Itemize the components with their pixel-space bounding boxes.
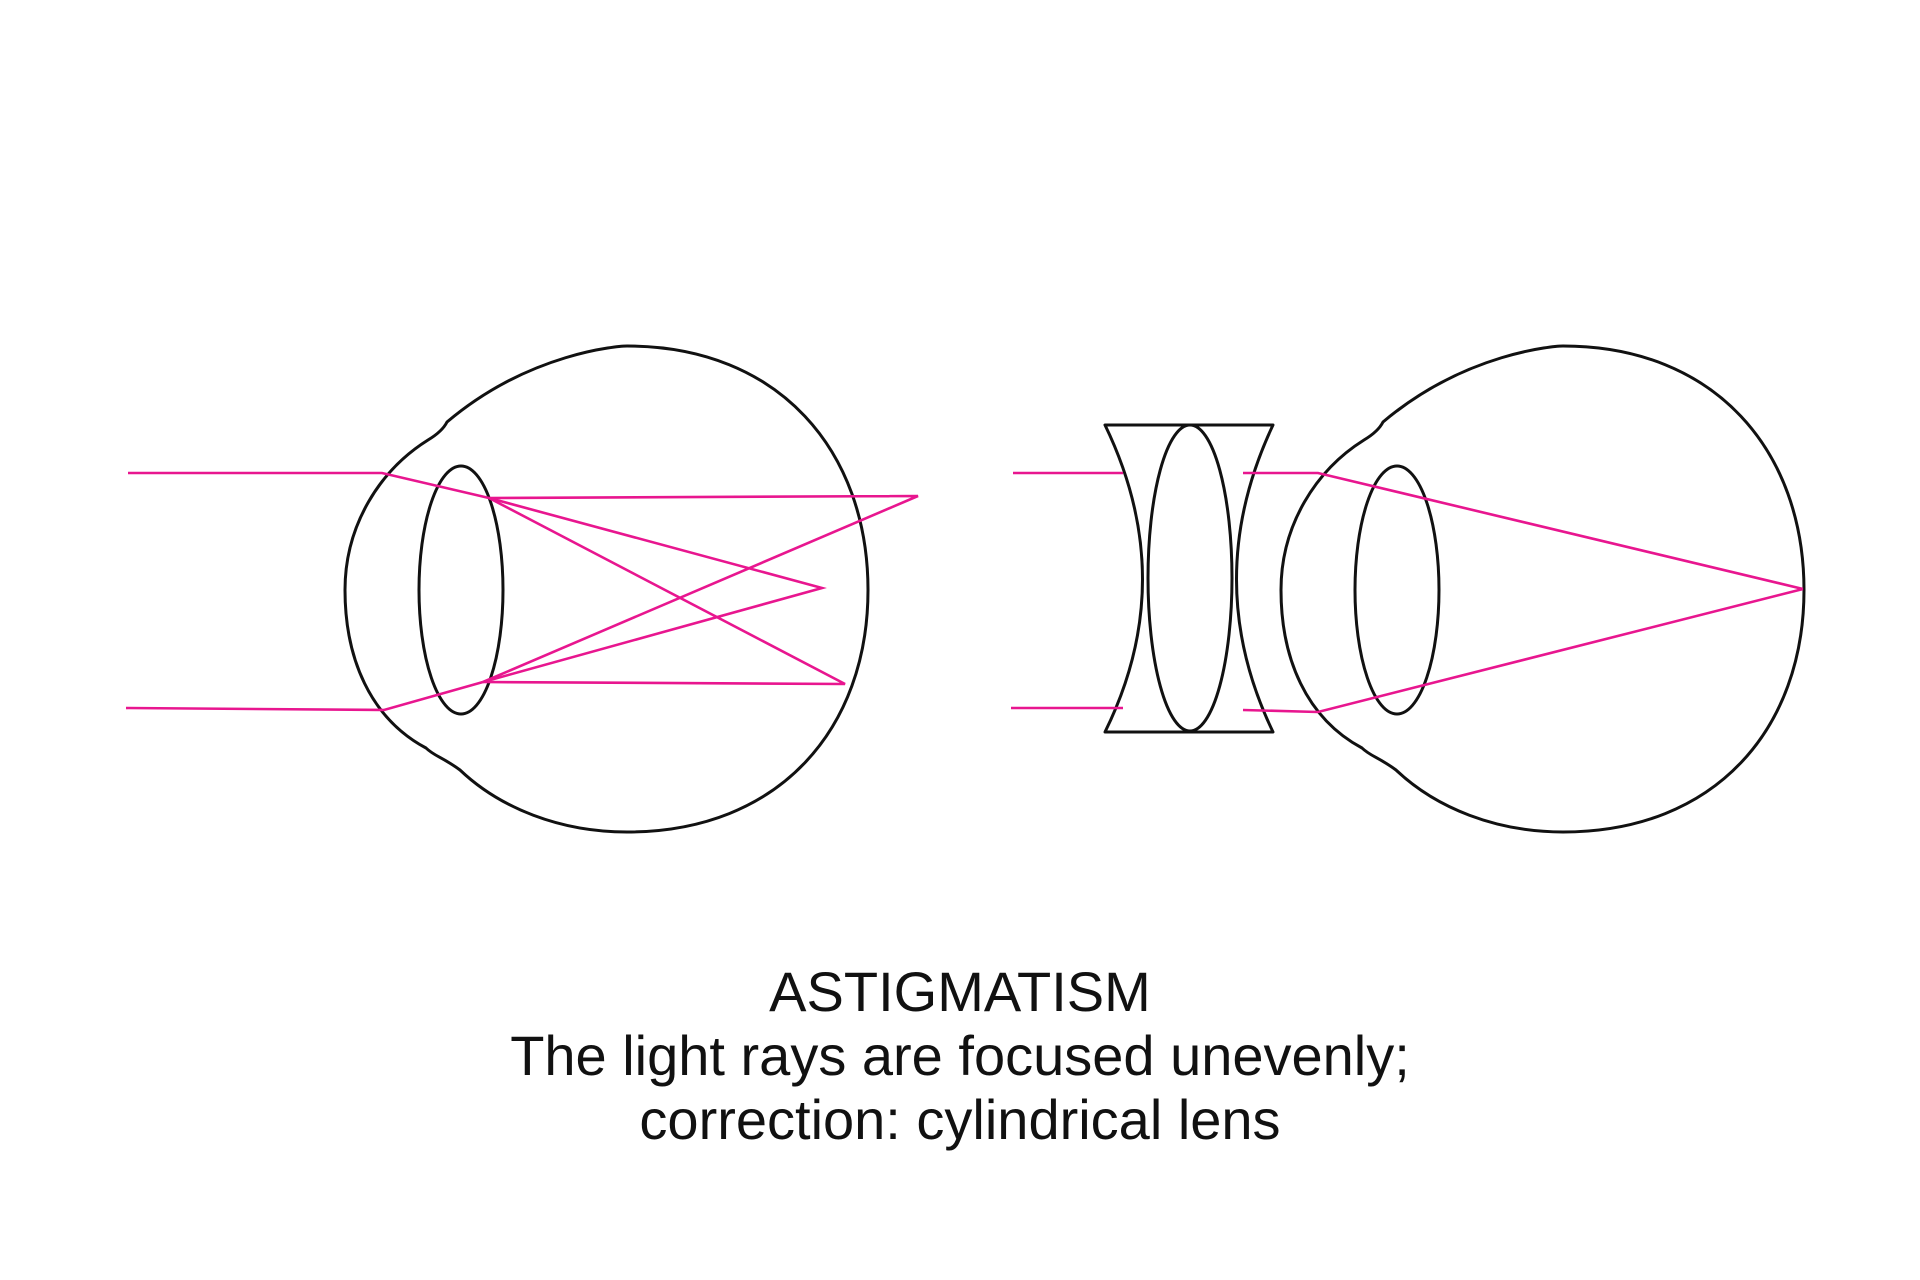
concave-lens (1103, 423, 1275, 734)
ray-top-focus-far (482, 494, 919, 684)
ray-bottom-corrected-inside (1242, 587, 1804, 714)
convex-lens (1146, 423, 1234, 733)
uncorrected-light-rays (125, 471, 919, 712)
uncorrected-eye (343, 344, 870, 834)
diagram-title: ASTIGMATISM (769, 960, 1151, 1023)
ray-top-incoming (128, 471, 490, 500)
eyeball-outline-right (1279, 344, 1806, 834)
caption: ASTIGMATISM The light rays are focused u… (0, 960, 1920, 1152)
eyeball-outline (343, 344, 870, 834)
eye-lens (417, 464, 505, 716)
caption-line-2: correction: cylindrical lens (639, 1088, 1281, 1151)
eye-lens-right (1353, 464, 1441, 716)
ray-top-focus-near (482, 496, 827, 684)
ray-top-corrected-inside (1243, 471, 1804, 591)
corrected-eye (1279, 344, 1806, 834)
caption-line-1: The light rays are focused unevenly; (510, 1024, 1410, 1087)
ray-bottom-to-retina (482, 496, 846, 686)
correction-lens (1103, 423, 1275, 734)
ray-bottom-incoming (125, 680, 484, 712)
corrected-light-rays (1011, 471, 1804, 714)
